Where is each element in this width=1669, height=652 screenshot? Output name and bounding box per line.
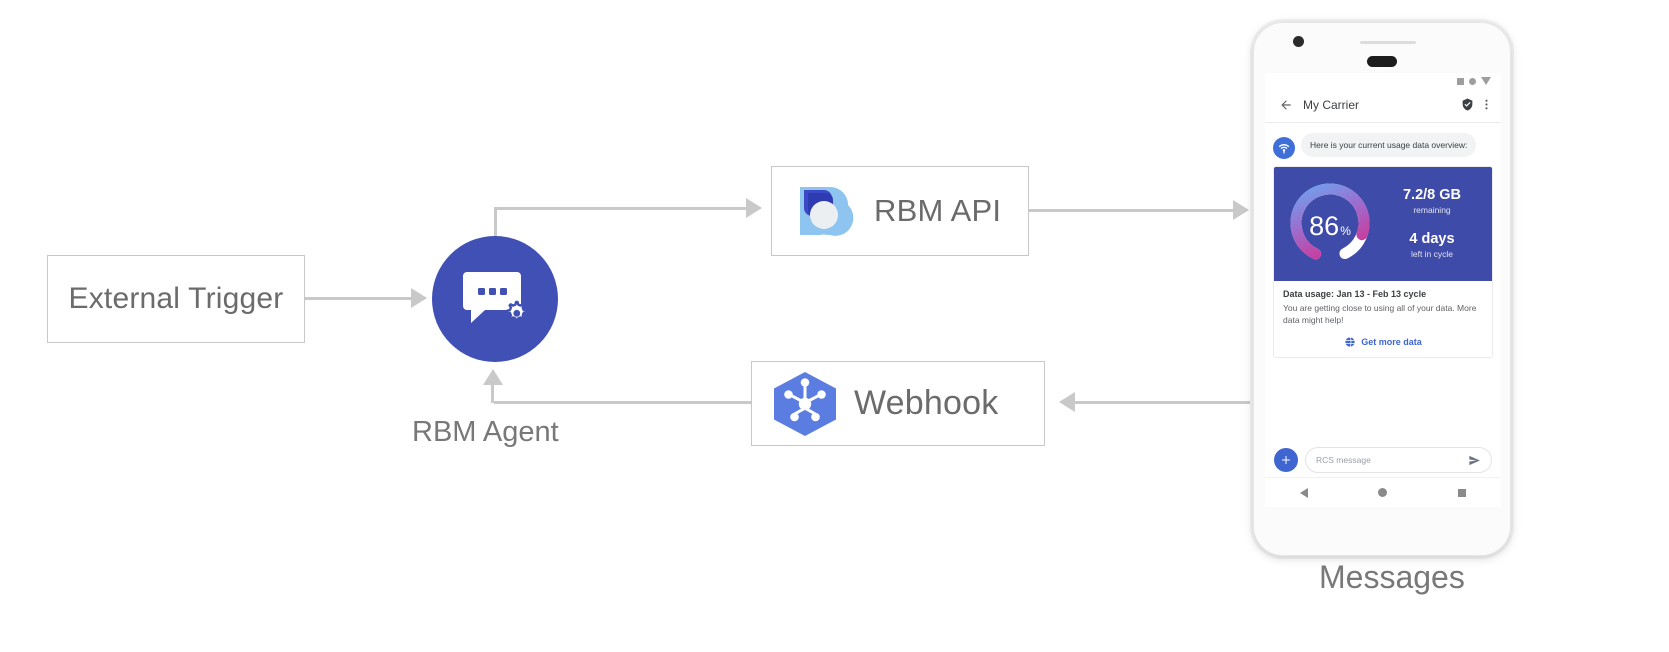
connector-agent-down <box>491 385 494 403</box>
arrow-trigger-to-agent <box>411 288 427 308</box>
webhook-label: Webhook <box>854 384 999 422</box>
phone-screen: My Carrier <box>1265 73 1501 507</box>
connector-device-to-webhook <box>1075 401 1258 404</box>
android-nav-bar <box>1265 477 1501 507</box>
data-usage-card[interactable]: 86 % 7.2/8 GB remaining 4 days left in c… <box>1273 166 1493 358</box>
shield-check-icon[interactable] <box>1461 98 1474 111</box>
phone-bottom-bezel <box>1254 507 1510 555</box>
stat-days-secondary: left in cycle <box>1410 248 1454 259</box>
get-more-data-label: Get more data <box>1361 336 1422 347</box>
external-trigger-node[interactable]: External Trigger <box>47 255 305 343</box>
connector-webhook-to-agent <box>494 401 752 404</box>
connector-trigger-to-agent <box>305 297 413 300</box>
connector-agent-up <box>494 207 497 240</box>
earpiece <box>1367 56 1397 67</box>
message-bubble: Here is your current usage data overview… <box>1301 133 1477 158</box>
status-bar <box>1265 73 1501 87</box>
cloud-functions-hexagon-icon <box>766 367 844 441</box>
arrow-webhook-to-agent <box>483 369 503 385</box>
speaker-grille <box>1360 41 1416 44</box>
gauge-center-label: 86 % <box>1284 177 1376 269</box>
stat-spacer <box>1384 215 1480 231</box>
webhook-node[interactable]: Webhook <box>751 361 1045 446</box>
connector-agent-to-api <box>494 207 748 210</box>
composer-placeholder: RCS message <box>1316 455 1371 465</box>
plus-icon[interactable] <box>1274 448 1298 472</box>
square-icon <box>1457 77 1464 85</box>
triangle-down-icon <box>1481 77 1491 85</box>
message-row: Here is your current usage data overview… <box>1273 133 1493 159</box>
rbm-api-label: RBM API <box>874 193 1002 228</box>
stat-days-primary: 4 days <box>1409 231 1455 247</box>
chat-bubble-gear-icon <box>461 268 529 330</box>
wifi-tower-icon <box>1273 137 1295 159</box>
card-body: Data usage: Jan 13 - Feb 13 cycle You ar… <box>1274 281 1492 357</box>
app-bar-title: My Carrier <box>1303 97 1359 112</box>
app-bar: My Carrier <box>1265 87 1501 123</box>
get-more-data-button[interactable]: Get more data <box>1283 336 1483 348</box>
front-camera-icon <box>1293 36 1304 47</box>
conversation-thread: Here is your current usage data overview… <box>1265 123 1501 358</box>
stat-data-primary: 7.2/8 GB <box>1402 187 1462 204</box>
rcs-message-input[interactable]: RCS message <box>1305 447 1492 473</box>
rbm-agent-caption: RBM Agent <box>412 416 559 448</box>
usage-gauge: 86 % <box>1284 177 1376 269</box>
rbm-droplet-icon <box>788 175 860 247</box>
phone-mockup: My Carrier <box>1253 22 1511 556</box>
stat-data-secondary: remaining <box>1413 205 1451 215</box>
gauge-value: 86 <box>1309 211 1340 241</box>
nav-recents-square-icon[interactable] <box>1457 488 1466 497</box>
arrow-api-to-device <box>1233 200 1249 220</box>
external-trigger-label: External Trigger <box>68 282 284 315</box>
card-description: You are getting close to using all of yo… <box>1283 303 1477 326</box>
arrow-agent-to-api <box>746 198 762 218</box>
nav-back-triangle-icon[interactable] <box>1300 487 1309 498</box>
nav-home-circle-icon[interactable] <box>1378 488 1388 497</box>
rbm-agent-node[interactable] <box>432 236 558 362</box>
arrow-device-to-webhook <box>1059 392 1075 412</box>
gauge-unit: % <box>1340 224 1351 238</box>
send-arrow-icon[interactable] <box>1468 454 1481 467</box>
back-arrow-icon[interactable] <box>1279 98 1293 112</box>
gauge-panel: 86 % 7.2/8 GB remaining 4 days left in c… <box>1274 167 1492 281</box>
usage-stats: 7.2/8 GB remaining 4 days left in cycle <box>1384 187 1480 258</box>
message-composer: RCS message <box>1265 447 1501 473</box>
dot-icon <box>1469 77 1476 85</box>
rbm-api-node[interactable]: RBM API <box>771 166 1029 256</box>
device-caption: Messages <box>1319 559 1465 595</box>
card-title: Data usage: Jan 13 - Feb 13 cycle <box>1283 289 1427 299</box>
more-vert-icon[interactable] <box>1480 98 1493 111</box>
globe-icon <box>1344 336 1356 348</box>
phone-top-bezel <box>1254 23 1510 81</box>
connector-api-to-device <box>1029 209 1241 212</box>
